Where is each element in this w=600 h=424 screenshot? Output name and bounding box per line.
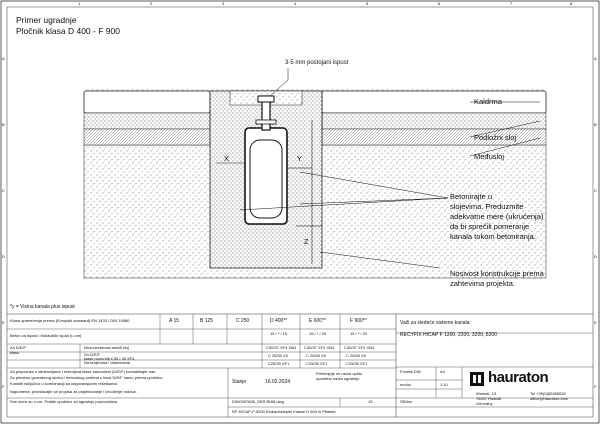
class-a15: A 15: [169, 318, 180, 324]
row4-mid: klasu mora biti C35 / 45 XF4: [84, 356, 135, 361]
border-number: 7: [510, 1, 513, 6]
subsoil-note: Nosivost konstrukcije prema: [450, 269, 544, 278]
subsoil-note: zahtevima projekta.: [450, 279, 516, 288]
doc-number: D000097806_SER BHM.dwg: [232, 399, 284, 404]
company-contact: office@hauraton.com: [530, 396, 569, 401]
class-d400: D 400**: [270, 318, 288, 324]
border-number: 8: [570, 1, 573, 6]
company-address: 76437 Rastatt: [476, 396, 501, 401]
dimension-z: Z: [304, 237, 309, 246]
dim-e: 15 / * / 20: [309, 331, 327, 336]
concrete-note: slojevima. Preduzmite: [450, 202, 524, 211]
title-line1: Primer ugradnje: [16, 15, 77, 25]
inner-frame: [6, 6, 594, 418]
table-note: Za primenu gvozdenog okvira / betonskog …: [10, 375, 164, 380]
modul-label: modul: [400, 382, 411, 387]
lang: SR/bw: [400, 399, 412, 404]
page-value: 19: [368, 399, 373, 404]
layer-label-base: Međusloj: [474, 152, 505, 161]
row3-left: Za D/E/F: [10, 345, 27, 350]
row3-mid: Nivo-bezbedan asfalt sloj: [84, 345, 129, 350]
border-letter: D: [594, 254, 597, 259]
spec-cell: C 25/30 X0: [346, 353, 367, 358]
row5-mid: Na krajevima i cisternama: [84, 360, 131, 365]
border-letter: F: [594, 384, 597, 389]
border-number: 5: [366, 1, 369, 6]
border-letter: A: [2, 56, 5, 61]
table-note: Napomena: pridržavajte se propisa za pro…: [10, 389, 137, 394]
concrete-note: Betonirajte u: [450, 192, 493, 201]
table-row2-label: Beton za ispust i hidraulički ispad (u c…: [10, 333, 82, 338]
company-logo: hauraton: [470, 370, 590, 388]
title-line2: Pločnik klasa D 400 - F 900: [16, 26, 120, 36]
spec-cell: C 25/30 X0: [306, 353, 327, 358]
border-letter: E: [594, 320, 597, 325]
border-letter: A: [594, 56, 597, 61]
border-letter: E: [2, 320, 5, 325]
systems-value: RECYFIX HICAP F 1200, 2200, 3200, 5200: [400, 332, 497, 338]
dim-f: 15 / * / 20: [350, 331, 368, 336]
dimension-y: Y: [297, 154, 303, 163]
table-note: Za preporuke u dimenzijama i rešenjima k…: [10, 369, 157, 374]
spec-cell: C 25/30 X0: [268, 353, 289, 358]
border-letter: C: [2, 188, 5, 193]
company-name: hauraton: [488, 369, 549, 386]
format-label: Format DIN: [400, 369, 421, 374]
layer-label-kaldrma: Kaldrma: [474, 97, 502, 106]
spec-cell: C30/37 XF4 XM1: [304, 345, 335, 350]
paving-left: [83, 90, 211, 114]
concrete-note: kanala tokom betoniranja.: [450, 232, 536, 241]
gap-label: 3-5 mm postojani ispust: [285, 60, 349, 66]
bedding-left: [83, 112, 211, 130]
row4-mid: Za D/E/F: [84, 352, 101, 357]
border-letter: C: [594, 188, 597, 193]
spec-cell: C25/30 XF1: [306, 361, 328, 366]
logo-mark-icon: [470, 372, 484, 386]
border-number: 3: [222, 1, 225, 6]
systems-label: Važi za sledeće sisteme kanala:: [400, 320, 471, 326]
company-address: Werkstr. 13: [476, 391, 497, 396]
class-b125: B 125: [200, 318, 214, 324]
date: 16.02.2024: [265, 379, 291, 385]
bedding-right: [321, 112, 547, 130]
class-c250: C 250: [236, 318, 250, 324]
spec-cell: C30/37 XF4 XM1: [344, 345, 375, 350]
spec-cell: C30/37 XF4 XM1: [266, 345, 297, 350]
file-title: RF-HICAP-F-5200 Einbaubeispiel Klasse D …: [232, 409, 336, 414]
table-note: Koristiti isključivo u kombinaciji sa od…: [10, 381, 118, 386]
base-left: [83, 128, 211, 146]
table-row1-label: Klasa opterećenja prema (Evropski standa…: [10, 318, 130, 323]
class-e600: E 600**: [309, 318, 326, 324]
dim-d: 15 / * / 15: [270, 331, 288, 336]
border-letter: D: [2, 254, 5, 259]
modul-value: 1:10: [440, 382, 448, 387]
class-f900: F 900**: [350, 318, 367, 324]
dimension-x: X: [224, 154, 230, 163]
approval: Primenjuje se na/za opštu: [316, 371, 363, 376]
concrete-note: adekvatne mere (ukrućenja): [450, 212, 544, 221]
approval: upotrebu na/za ugradnju: [316, 376, 360, 381]
layer-label-bedding: Podložni sloj: [474, 133, 517, 142]
spec-cell: C25/30 XF1: [346, 361, 368, 366]
table-note: Sve mere su u cm. Pratite uputstvo za ug…: [10, 399, 119, 404]
border-number: 2: [150, 1, 153, 6]
company-address: Germany: [476, 401, 493, 406]
spec-cell: C25/30 XF1: [268, 361, 290, 366]
border-number: 4: [294, 1, 297, 6]
company-contact: Tel +39(0)62968026: [530, 391, 566, 396]
border-number: 1: [78, 1, 81, 6]
border-letter: B: [594, 122, 597, 127]
border-number: 6: [438, 1, 441, 6]
concrete-note: da bi sprečili pomeranje: [450, 222, 530, 231]
format-value: A4: [440, 369, 445, 374]
border-letter: F: [2, 384, 5, 389]
row3-left: klasu: [10, 350, 20, 355]
stanje-label: Stanje: [232, 379, 247, 385]
footnote: *y = Visina kanala plus ispust: [10, 304, 75, 310]
border-letter: B: [2, 122, 5, 127]
